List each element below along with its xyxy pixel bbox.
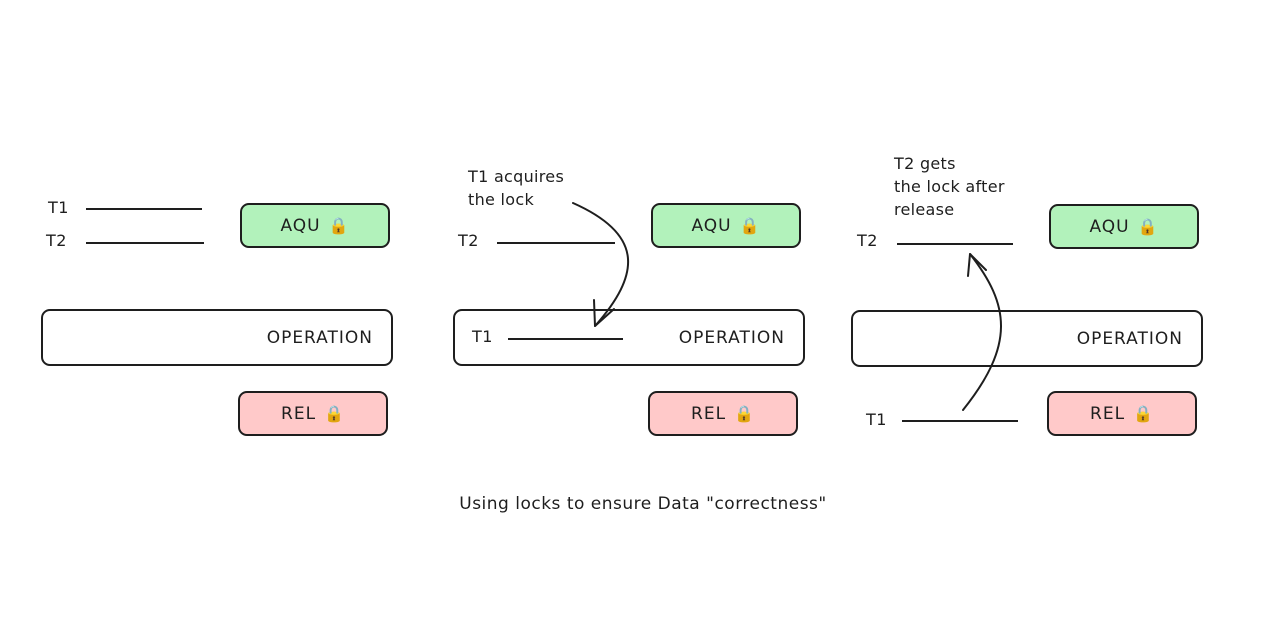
p3-t1-label: T1 xyxy=(866,410,887,429)
p3-note: T2 gets the lock after release xyxy=(894,154,1005,219)
p2-t2-line xyxy=(497,242,615,244)
p3-t2-label: T2 xyxy=(857,231,878,250)
p2-note: T1 acquires the lock xyxy=(468,167,565,209)
lock-icon: 🔒 xyxy=(324,403,345,423)
p3-acquire-box: AQU 🔒 xyxy=(1049,204,1199,249)
acquire-label: AQU xyxy=(1089,216,1130,237)
diagram-caption: Using locks to ensure Data "correctness" xyxy=(459,494,827,514)
p1-operation-box: OPERATION xyxy=(41,309,393,366)
lock-icon: 🔒 xyxy=(739,215,761,235)
release-label: REL xyxy=(281,403,317,424)
p2-t2-label: T2 xyxy=(458,231,479,250)
p2-t1-line xyxy=(508,338,623,340)
p2-acquire-box: AQU 🔒 xyxy=(651,203,801,248)
p3-operation-box: OPERATION xyxy=(851,310,1203,367)
operation-label: OPERATION xyxy=(1076,328,1183,349)
lock-icon: 🔒 xyxy=(1137,216,1159,236)
lock-icon: 🔒 xyxy=(734,403,755,423)
p2-release-box: REL 🔒 xyxy=(648,391,798,436)
p1-t2-label: T2 xyxy=(46,231,67,250)
acquire-arrow xyxy=(572,202,629,327)
acquire-label: AQU xyxy=(691,215,732,236)
p2-operation-box: OPERATION xyxy=(453,309,805,366)
p3-t2-line xyxy=(897,243,1013,245)
operation-label: OPERATION xyxy=(266,327,373,348)
acquire-label: AQU xyxy=(280,215,321,236)
release-label: REL xyxy=(691,403,727,424)
p1-t2-line xyxy=(86,242,204,244)
p1-t1-label: T1 xyxy=(48,198,69,217)
lock-icon: 🔒 xyxy=(328,215,350,235)
p2-t1-label: T1 xyxy=(472,327,493,346)
operation-label: OPERATION xyxy=(678,327,785,348)
p1-t1-line xyxy=(86,208,202,210)
p3-release-box: REL 🔒 xyxy=(1047,391,1197,436)
release-arrow-head xyxy=(967,253,987,277)
release-label: REL xyxy=(1090,403,1126,424)
p1-acquire-box: AQU 🔒 xyxy=(240,203,390,248)
p1-release-box: REL 🔒 xyxy=(238,391,388,436)
p3-t1-line xyxy=(902,420,1018,422)
lock-icon: 🔒 xyxy=(1133,403,1154,423)
